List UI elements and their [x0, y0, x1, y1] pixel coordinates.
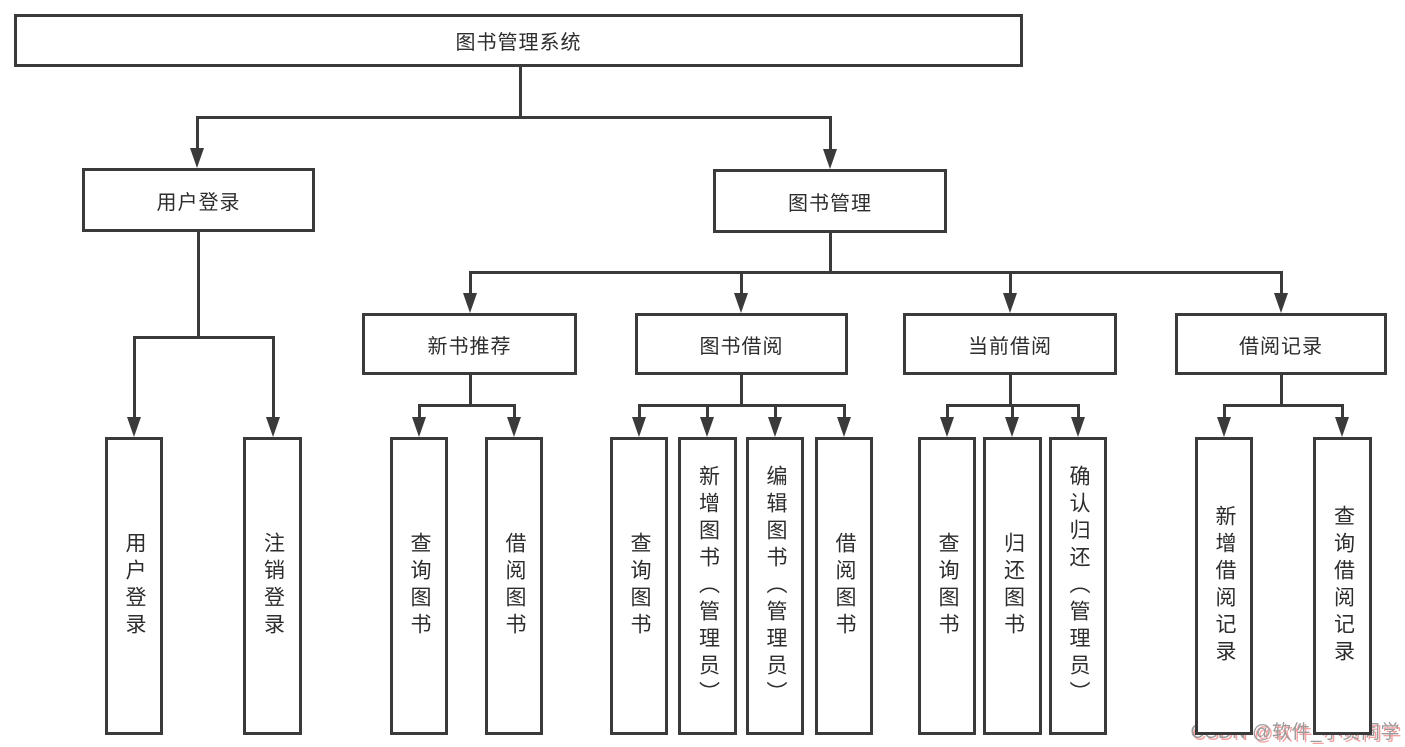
node-add-books-admin: 新增图书（管理员）	[678, 437, 737, 735]
node-return-books: 归还图书	[983, 437, 1042, 735]
connector-line-vertical	[1340, 405, 1344, 420]
arrow-down-icon	[768, 417, 782, 437]
node-borrowing-records: 借阅记录	[1175, 313, 1387, 375]
node-query-borrowing-record: 查询借阅记录	[1313, 437, 1372, 735]
connector-line-vertical	[828, 117, 832, 152]
node-label: 当前借阅	[968, 335, 1052, 358]
node-borrow-books-borrowing: 借阅图书	[815, 437, 873, 735]
connector-line-horizontal	[637, 403, 846, 407]
connector-line-vertical	[739, 272, 743, 296]
arrow-down-icon	[823, 149, 837, 169]
connector-line-vertical	[417, 405, 421, 420]
connector-line-vertical	[1279, 272, 1283, 296]
node-book-borrowing: 图书借阅	[635, 313, 848, 375]
connector-line-vertical	[945, 405, 949, 420]
node-label: 新书推荐	[427, 335, 512, 358]
node-label: 借阅记录	[1239, 335, 1323, 358]
node-label: 图书借阅	[699, 335, 784, 358]
connector-line-vertical	[705, 405, 709, 420]
node-query-books-recommend: 查询图书	[390, 437, 448, 735]
arrow-down-icon	[1274, 293, 1288, 313]
node-borrow-books-recommend: 借阅图书	[485, 437, 543, 735]
connector-line-vertical	[271, 337, 275, 420]
connector-line-vertical	[196, 232, 200, 339]
arrow-down-icon	[412, 417, 426, 437]
node-query-books-borrowing: 查询图书	[610, 437, 668, 735]
arrow-down-icon	[1335, 417, 1349, 437]
connector-line-vertical	[637, 405, 641, 420]
connector-line-vertical	[195, 117, 199, 151]
arrow-down-icon	[190, 148, 204, 168]
connector-line-horizontal	[1222, 403, 1344, 407]
arrow-down-icon	[1005, 417, 1019, 437]
connector-line-vertical	[468, 375, 472, 407]
node-add-borrowing-record: 新增借阅记录	[1195, 437, 1253, 735]
connector-line-vertical	[1279, 375, 1283, 407]
node-current-borrowing: 当前借阅	[903, 313, 1117, 375]
connector-line-horizontal	[132, 335, 275, 339]
connector-line-vertical	[512, 405, 516, 420]
arrow-down-icon	[507, 417, 521, 437]
arrow-down-icon	[700, 417, 714, 437]
arrow-down-icon	[1003, 293, 1017, 313]
node-query-books-current: 查询图书	[918, 437, 976, 735]
connector-line-horizontal	[195, 115, 832, 119]
arrow-down-icon	[734, 293, 748, 313]
node-book-management: 图书管理	[713, 169, 947, 233]
arrow-down-icon	[940, 417, 954, 437]
arrow-down-icon	[837, 417, 851, 437]
node-label: 确认归还（管理员）	[1067, 464, 1090, 708]
node-label: 归还图书	[1001, 532, 1025, 640]
node-new-book-recommend: 新书推荐	[362, 313, 577, 375]
node-user-login: 用户登录	[105, 437, 163, 735]
node-edit-books-admin: 编辑图书（管理员）	[746, 437, 804, 735]
connector-line-vertical	[773, 405, 777, 420]
node-label: 图书管理系统	[455, 32, 582, 54]
arrow-down-icon	[1071, 417, 1085, 437]
node-label: 借阅图书	[833, 532, 856, 640]
node-confirm-return-admin: 确认归还（管理员）	[1049, 437, 1107, 735]
node-label: 查询借阅记录	[1331, 505, 1355, 667]
node-label: 借阅图书	[503, 532, 526, 640]
arrow-down-icon	[127, 417, 141, 437]
arrow-down-icon	[632, 417, 646, 437]
node-label: 用户登录	[123, 532, 146, 640]
connector-line-vertical	[1008, 272, 1012, 296]
connector-line-vertical	[828, 233, 832, 274]
node-logout-login: 注销登录	[243, 437, 302, 735]
node-label: 新增图书（管理员）	[696, 464, 720, 708]
arrow-down-icon	[1217, 417, 1231, 437]
connector-line-vertical	[1222, 405, 1226, 420]
connector-line-vertical	[842, 405, 846, 420]
node-label: 查询图书	[936, 532, 959, 640]
connector-line-vertical	[1008, 375, 1012, 407]
node-user-login-branch: 用户登录	[82, 168, 315, 232]
connector-line-vertical	[518, 67, 522, 119]
node-label: 新增借阅记录	[1213, 505, 1236, 667]
connector-line-horizontal	[417, 403, 516, 407]
connector-line-vertical	[1076, 405, 1080, 420]
connector-line-vertical	[468, 272, 472, 296]
node-label: 编辑图书（管理员）	[764, 464, 787, 708]
node-label: 图书管理	[788, 192, 872, 215]
node-label: 查询图书	[408, 532, 431, 640]
node-label: 查询图书	[628, 532, 651, 640]
arrow-down-icon	[463, 293, 477, 313]
node-root: 图书管理系统	[14, 14, 1023, 67]
connector-line-vertical	[739, 375, 743, 407]
connector-line-vertical	[1010, 405, 1014, 420]
connector-line-horizontal	[468, 270, 1283, 274]
node-label: 用户登录	[156, 191, 241, 214]
connector-line-vertical	[132, 337, 136, 420]
arrow-down-icon	[266, 417, 280, 437]
node-label: 注销登录	[261, 532, 285, 640]
